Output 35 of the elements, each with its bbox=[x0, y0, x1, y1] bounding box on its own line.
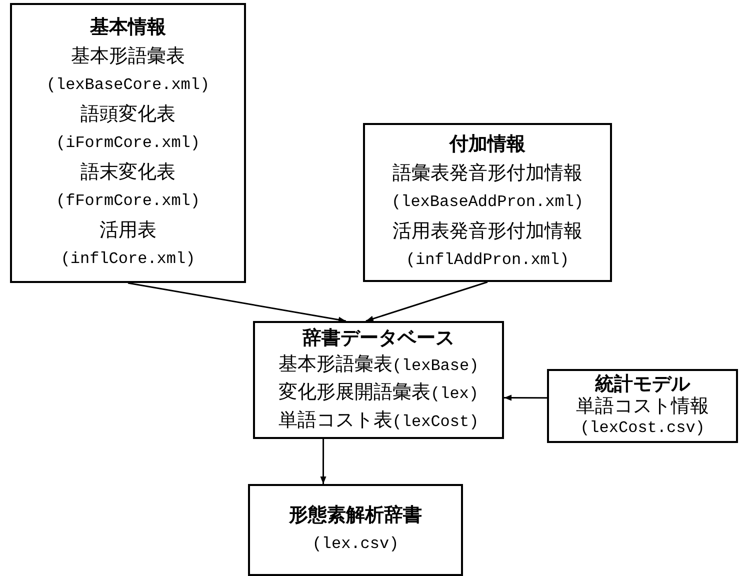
heading-text: 基本情報 bbox=[90, 14, 166, 40]
heading-text: 付加情報 bbox=[450, 132, 526, 157]
file-name: (fFormCore.xml) bbox=[56, 190, 200, 212]
heading-text: 辞書データベース bbox=[302, 326, 454, 351]
file-name: (lexCost) bbox=[392, 412, 479, 433]
item-label: 語頭変化表 bbox=[80, 102, 176, 126]
heading-text: 形態素解析辞書 bbox=[289, 503, 422, 528]
arrow bbox=[366, 281, 488, 322]
arrow bbox=[320, 439, 326, 484]
heading-text: 統計モデル bbox=[595, 373, 690, 395]
process-box bbox=[363, 123, 612, 282]
process-box bbox=[547, 369, 738, 443]
file-name: (iFormCore.xml) bbox=[56, 132, 200, 154]
item-label: 基本形語彙表 bbox=[278, 352, 392, 377]
file-name: (lexBaseCore.xml) bbox=[46, 74, 210, 96]
item-label: 語末変化表 bbox=[80, 160, 176, 184]
file-name: (lex.csv) bbox=[312, 534, 399, 555]
item-label: 語彙表発音形付加情報 bbox=[392, 161, 582, 186]
item-label: 変化形展開語彙表 bbox=[278, 380, 430, 405]
file-name: (lexBaseAddPron.xml) bbox=[391, 192, 584, 213]
process-box bbox=[248, 484, 463, 576]
item-label: 基本形語彙表 bbox=[71, 44, 185, 68]
process-box bbox=[10, 3, 246, 283]
file-name: (inflCore.xml) bbox=[60, 248, 196, 270]
item-label: 単語コスト情報 bbox=[576, 395, 709, 417]
process-box bbox=[253, 321, 504, 439]
arrow bbox=[128, 282, 346, 323]
file-name: (inflAddPron.xml) bbox=[406, 250, 570, 271]
file-name: (lexCost.csv) bbox=[580, 418, 705, 439]
arrow bbox=[504, 394, 547, 401]
item-label: 活用表発音形付加情報 bbox=[392, 219, 582, 244]
file-name: (lex) bbox=[430, 384, 478, 405]
item-label: 単語コスト表 bbox=[278, 408, 392, 433]
file-name: (lexBase) bbox=[392, 356, 479, 377]
item-label: 活用表 bbox=[100, 218, 156, 242]
